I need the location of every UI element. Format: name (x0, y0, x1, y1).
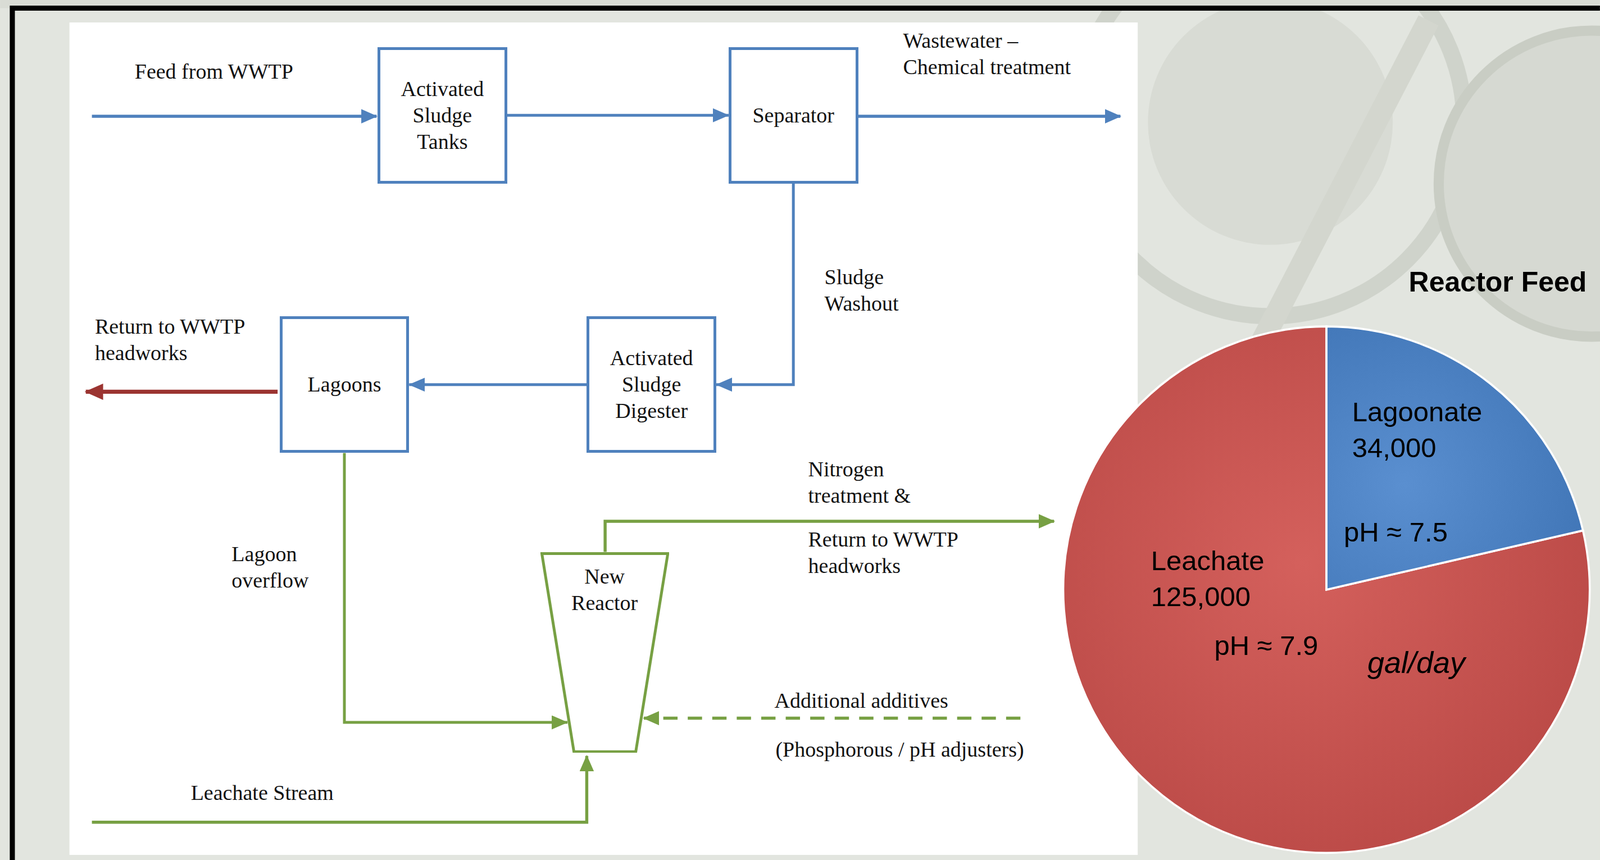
label-box: gal/day (1367, 642, 1466, 683)
edge-label: Sludge Washout (824, 264, 927, 317)
flow-arrow (344, 452, 568, 723)
photo-tank (1147, 0, 1393, 245)
pie-slice (1063, 326, 1590, 853)
feed-line (92, 114, 377, 118)
label-box: Feed from WWTP (134, 58, 294, 85)
chart-label: Reactor Feed (1408, 264, 1588, 301)
outflow-line (858, 114, 1121, 118)
process-box: Activated Sludge Digester (586, 316, 717, 453)
label-box: Wastewater – Chemical treatment (902, 27, 1089, 81)
chart-label: pH ≈ 7.5 (1343, 514, 1448, 550)
chart-label: Leachate 125,000 (1151, 542, 1293, 615)
chart-label: Lagoonate 34,000 (1352, 393, 1506, 466)
label-box: Return to WWTP headworks (94, 313, 264, 367)
flow-arrow (716, 183, 794, 385)
edge-label: Lagoon overflow (231, 541, 329, 594)
node-text: Separator (752, 102, 835, 129)
node-text: New Reactor (562, 563, 647, 617)
diagram-panel (69, 22, 1138, 856)
edge-label-box: Sludge Washout (824, 264, 927, 317)
label-box: Nitrogen treatment & (808, 456, 936, 509)
flow-arrow (408, 383, 587, 386)
flow-arrow (507, 114, 729, 117)
process-box: Lagoons (279, 316, 410, 453)
label-box: Leachate Stream (191, 779, 334, 807)
flow-label: (Phosphorous / pH adjusters) (775, 736, 1024, 763)
label-box: Lagoonate 34,000 (1352, 393, 1506, 466)
return-line (85, 389, 278, 394)
label-box: (Phosphorous / pH adjusters) (775, 736, 1024, 763)
chart-label: pH ≈ 7.9 (1214, 627, 1318, 664)
flow-label: Return to WWTP headworks (94, 313, 264, 367)
label-box: Return to WWTP headworks (808, 526, 977, 580)
process-box: Separator (728, 47, 859, 184)
node-text: Lagoons (307, 371, 382, 398)
flow-label: Leachate Stream (191, 779, 334, 807)
label-box: Leachate 125,000 (1151, 542, 1293, 615)
flow-label: Nitrogen treatment & (808, 456, 936, 509)
pie-slice (1326, 326, 1584, 590)
additive-line (643, 716, 1021, 720)
chart-label: gal/day (1367, 642, 1466, 683)
slide-frame (12, 8, 1600, 860)
flow-label: Wastewater – Chemical treatment (902, 27, 1089, 81)
flow-label: Additional additives (774, 687, 949, 715)
edge-label-box: Lagoon overflow (231, 541, 329, 594)
reactor-vessel: New Reactor (540, 552, 670, 754)
label-box: Additional additives (774, 687, 949, 715)
label-box: pH ≈ 7.5 (1343, 514, 1448, 550)
label-box: Reactor Feed (1408, 264, 1588, 301)
reactor-shape (541, 553, 668, 752)
node-text: Activated Sludge Tanks (391, 75, 494, 156)
leachate-line (92, 756, 588, 823)
process-box: Activated Sludge Tanks (377, 47, 508, 184)
flow-label: Return to WWTP headworks (808, 526, 977, 580)
label-box: pH ≈ 7.9 (1214, 627, 1318, 664)
flow-label: Feed from WWTP (134, 58, 294, 85)
node-text: Activated Sludge Digester (600, 344, 703, 425)
